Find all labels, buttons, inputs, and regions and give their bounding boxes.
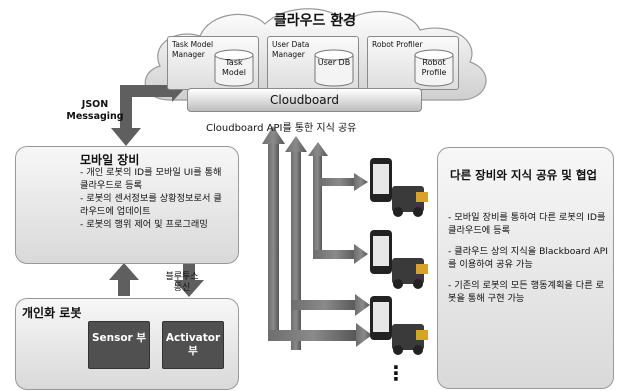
task-model-db-label: Task Model [221,58,247,77]
robot-profile-db: Robot Profile [414,49,454,87]
robot-profiler-box: Robot Profiler Robot Profile [367,36,459,90]
list-item: - 기존의 로봇의 모든 행동계획을 다른 로봇을 통해 구현 가능 [448,280,605,304]
activator-box: Activator 부 [162,321,224,369]
robot-profiler-label: Robot Profiler [372,40,423,49]
more-devices-ellipsis: ⋮ [386,361,406,385]
cloud-title: 클라우드 환경 [273,13,357,29]
cloudboard-bar: Cloudboard [187,88,422,112]
list-item: - 클라우드 상의 지식을 Blackboard API를 이용하여 공유 가능 [448,246,608,270]
mobile-device-list: - 개인 로봇의 ID를 모바일 UI를 통해 클라우드로 등록 - 로봇의 센… [80,167,230,233]
mobile-device-panel [15,146,239,264]
user-db-label: User DB [317,58,351,67]
task-model-manager-label: Task Model Manager [172,40,214,59]
json-messaging-arrow [111,80,185,146]
mobile-device-title: 모바일 장비 [80,153,140,167]
sensor-box: Sensor 부 [88,321,150,369]
user-data-manager-box: User Data Manager User DB [267,36,359,90]
list-item: - 개인 로봇의 ID를 모바일 UI를 통해 클라우드로 등록 [80,167,222,191]
task-model-db: Task Model [214,49,254,87]
knowledge-share-list: - 모바일 장비를 통하여 다른 로봇의 ID를 클라우드에 등록 - 클라우드… [448,212,608,314]
robot-profile-db-label: Robot Profile [421,58,447,77]
knowledge-share-title: 다른 장비와 지식 공유 및 협업 [450,168,597,182]
other-device-2 [370,230,428,289]
other-device-3 [370,296,428,355]
personal-robot-title: 개인화 로봇 [22,306,82,320]
other-device-1 [370,158,428,217]
cloudboard-api-label: Cloudboard API를 통한 지식 공유 [206,123,357,134]
database-icon [214,49,254,87]
list-item: - 로봇의 센서정보를 상황정보로서 클라우드에 업데이트 [80,193,222,217]
task-model-manager-box: Task Model Manager Task Model [167,36,259,90]
list-item: - 모바일 장비를 통하여 다른 로봇의 ID를 클라우드에 등록 [448,212,606,236]
user-data-manager-label: User Data Manager [272,40,310,59]
bluetooth-label: 블루투스 통신 [165,272,199,293]
database-icon [414,49,454,87]
bluetooth-arrows [109,263,204,297]
database-icon [314,49,354,87]
json-messaging-label: JSON Messaging [66,99,124,122]
list-item: - 로봇의 행위 제어 및 프로그래밍 [80,219,208,230]
knowledge-share-panel [437,147,614,389]
share-arrows [262,126,372,350]
user-db: User DB [314,49,354,87]
